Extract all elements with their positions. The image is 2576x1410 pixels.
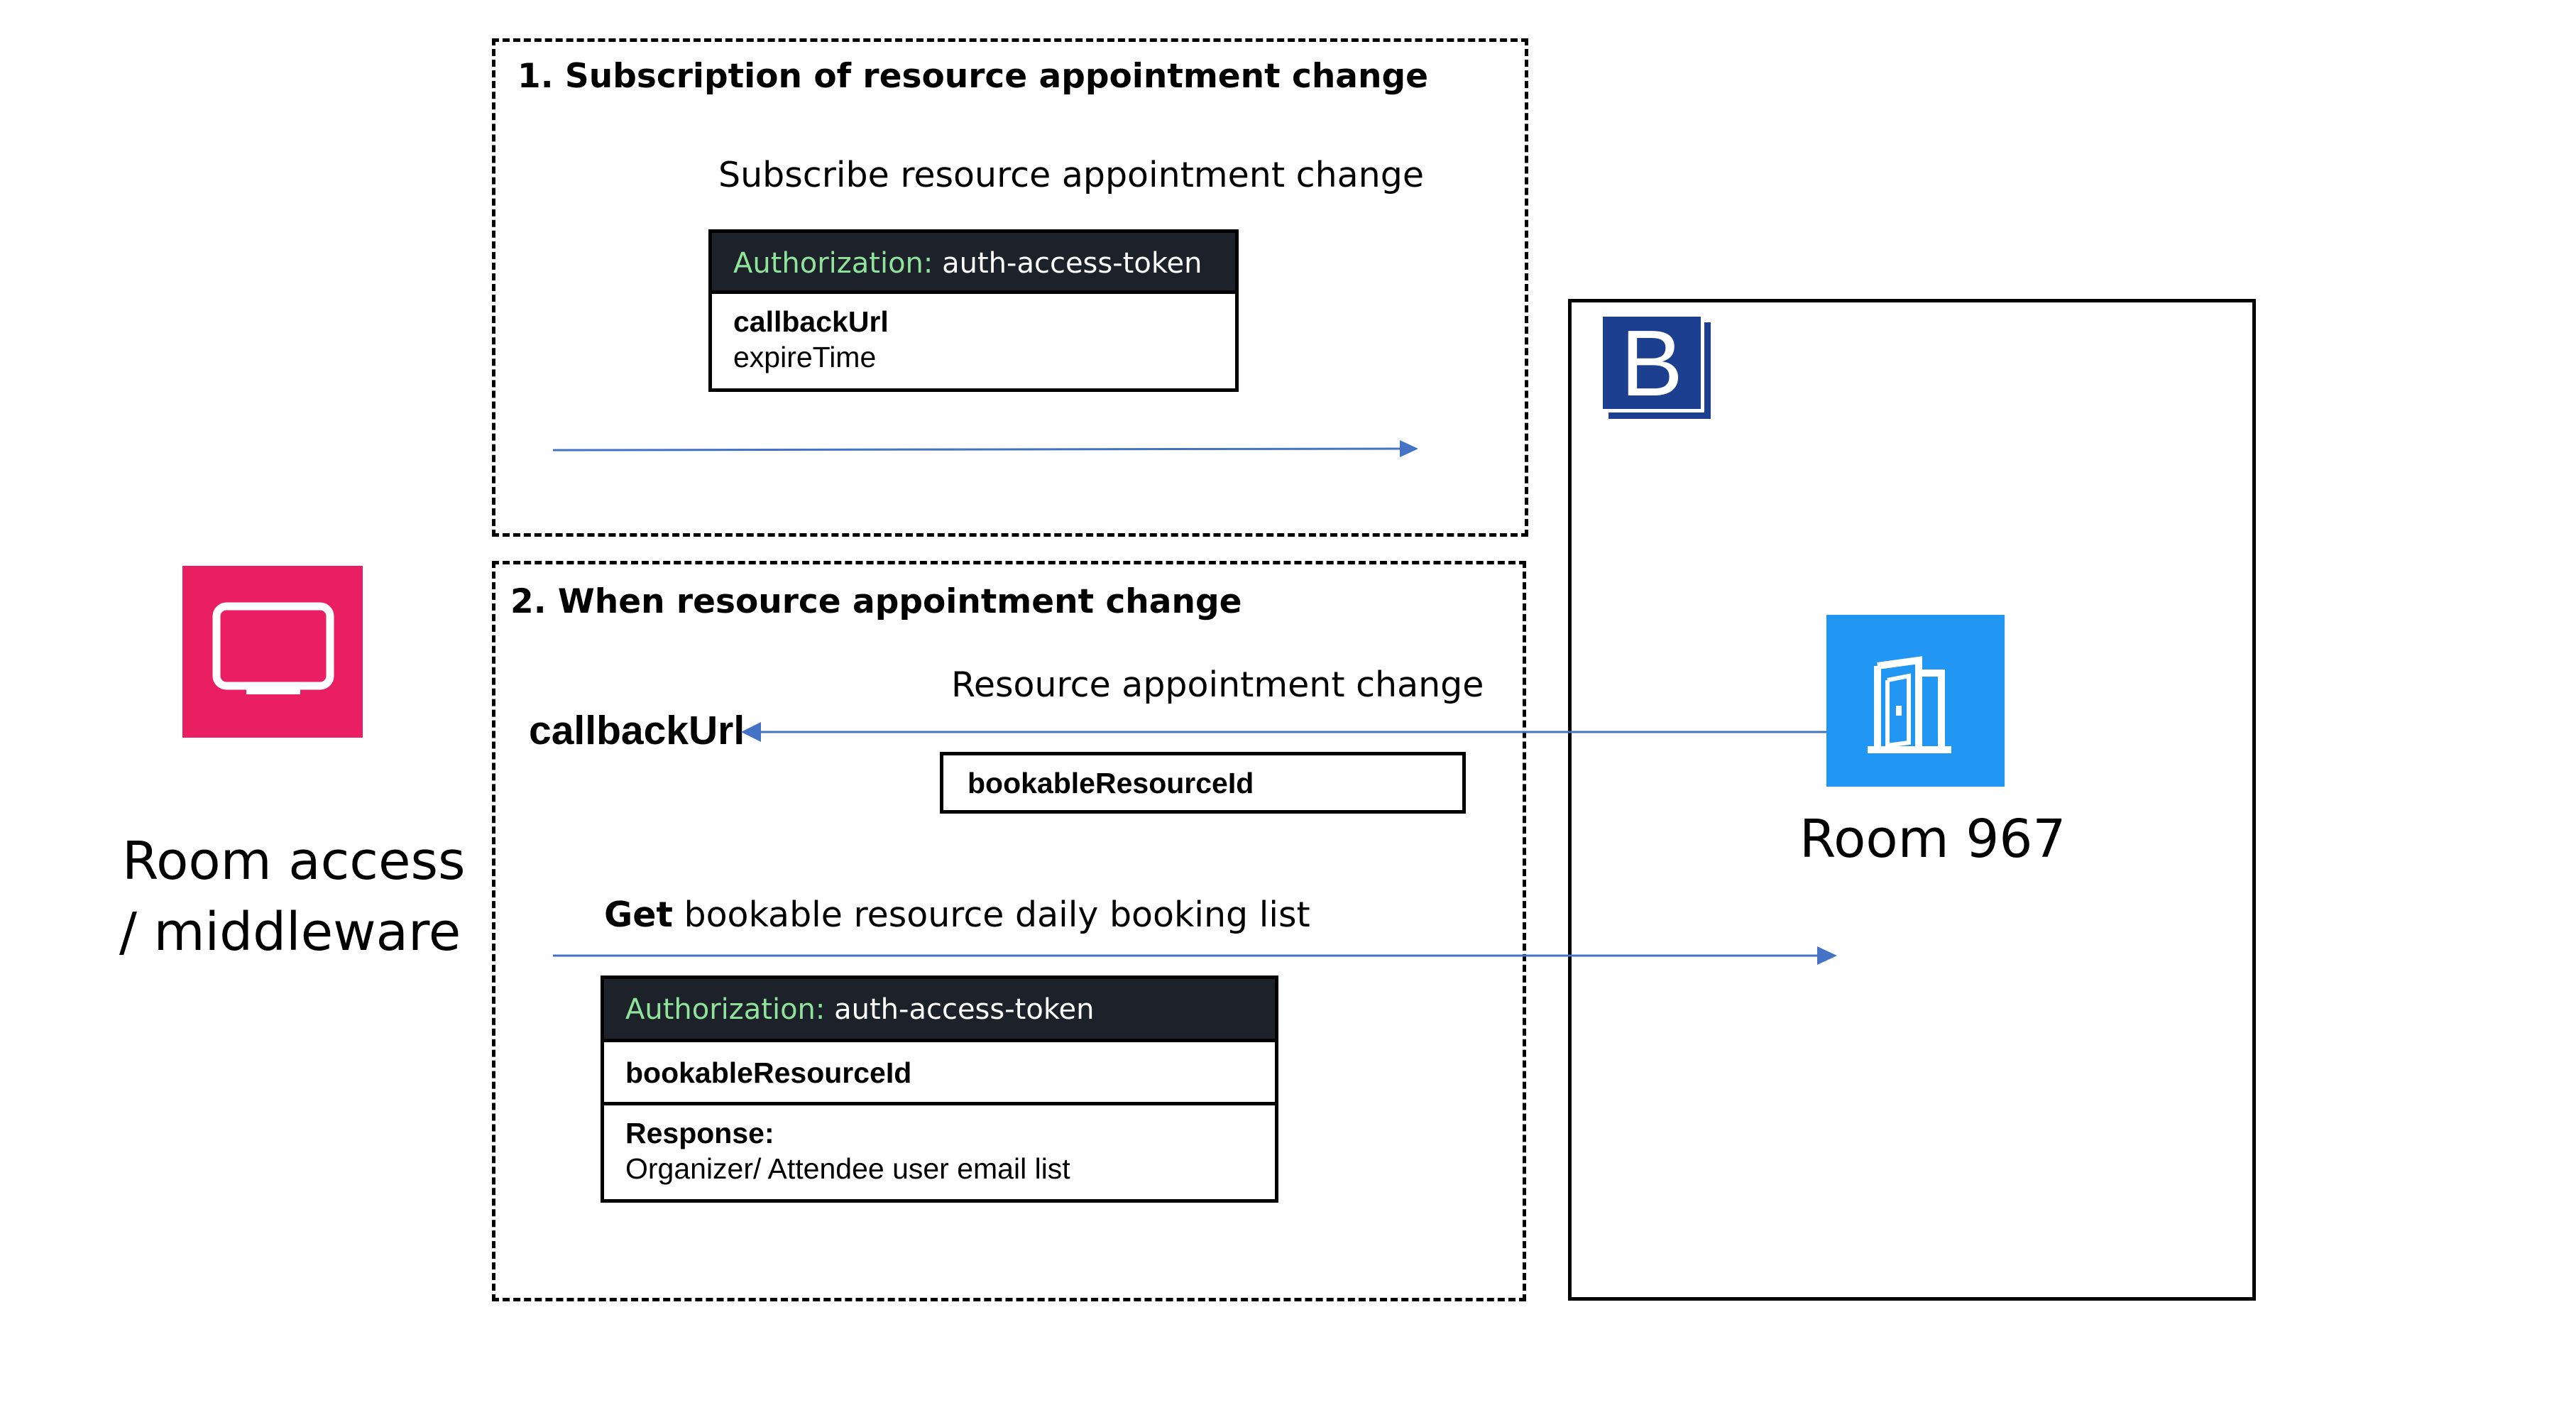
param-bookable-resource-id: bookableResourceId [625,1056,912,1089]
subscribe-request-label: Subscribe resource appointment change [718,155,1424,195]
resource-change-event-label: Resource appointment change [951,665,1484,705]
subscription-section-title: 1. Subscription of resource appointment … [517,57,1428,96]
callback-url-endpoint-label: callbackUrl [529,708,745,753]
room-label: Room 967 [1799,809,2066,870]
auth-key: Authorization: [733,247,933,280]
get-request-text: bookable resource daily booking list [672,895,1310,935]
appointment-change-section [492,561,1526,1301]
booking-list-api-card: Authorization: auth-access-token bookabl… [601,975,1278,1203]
param-callback-url: callbackUrl [733,305,889,338]
get-booking-list-label: Get bookable resource daily booking list [604,895,1310,935]
param-bookable-resource-id: bookableResourceId [968,767,1254,799]
get-verb: Get [604,895,673,935]
subscription-section [492,38,1528,537]
auth-key: Authorization: [625,993,826,1026]
monitor-icon [182,566,363,738]
booking-list-api-auth-header: Authorization: auth-access-token [604,979,1275,1042]
b-logo-letter: B [1620,311,1684,415]
response-value: Organizer/ Attendee user email list [625,1152,1070,1185]
subscribe-api-params: callbackUrl expireTime [712,294,1235,375]
auth-value: auth-access-token [942,247,1202,280]
response-label: Response: [625,1117,774,1149]
subscribe-api-card: Authorization: auth-access-token callbac… [708,229,1239,392]
client-label-line1: Room access [122,831,466,892]
appointment-change-section-title: 2. When resource appointment change [510,582,1242,621]
booking-server-frame [1568,299,2256,1301]
subscribe-api-auth-header: Authorization: auth-access-token [712,233,1235,294]
subscribe-arrow [552,447,1403,452]
booking-list-api-response: Response: Organizer/ Attendee user email… [604,1105,1275,1186]
b-logo-icon: B [1603,317,1711,419]
client-label-line2: / middleware [119,902,461,963]
event-param-card: bookableResourceId [940,752,1466,814]
param-expire-time: expireTime [733,341,877,373]
booking-list-api-param: bookableResourceId [604,1042,1275,1105]
door-icon [1826,615,2005,787]
auth-value: auth-access-token [834,993,1095,1026]
